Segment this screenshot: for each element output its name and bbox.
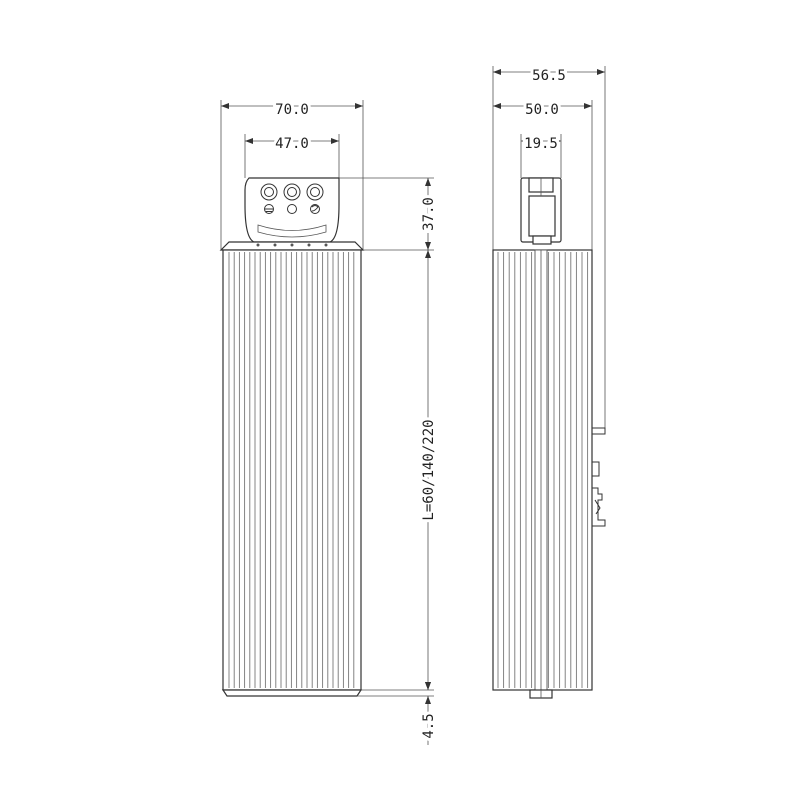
cable-gland-3 (306, 183, 324, 201)
phase-symbol-icon (310, 204, 320, 214)
flange-holes (256, 243, 328, 247)
dimension-length: L=60/140/220 (361, 250, 440, 691)
dimension-37-label: 37.0 (421, 197, 437, 231)
dimension-4-5: 4.5 (357, 682, 440, 745)
dimension-4-5-label: 4.5 (421, 713, 437, 738)
cable-gland-2 (283, 183, 301, 201)
terminal-cap (219, 177, 365, 251)
dimension-19-5-label: 19.5 (524, 136, 558, 152)
dimension-37: 37.0 (339, 177, 440, 251)
side-terminal-cap (520, 177, 562, 245)
dimension-length-label: L=60/140/220 (421, 419, 437, 520)
front-fins (228, 252, 355, 688)
side-view: 56.5 50.0 19.5 (492, 65, 606, 699)
dimension-70: 70.0 (220, 99, 364, 250)
dimension-56-5: 56.5 (492, 65, 606, 430)
dimension-47: 47.0 (244, 133, 340, 178)
side-finned-body (492, 249, 593, 699)
dimension-50-label: 50.0 (525, 102, 559, 118)
neutral-symbol-icon (287, 204, 297, 214)
dimension-56-5-label: 56.5 (532, 68, 566, 84)
dimension-19-5: 19.5 (520, 133, 562, 178)
cable-gland-1 (260, 183, 278, 201)
dimension-47-label: 47.0 (275, 136, 309, 152)
finned-body (221, 249, 363, 697)
dimension-70-label: 70.0 (275, 102, 309, 118)
dimension-50: 50.0 (493, 99, 593, 250)
ground-symbol-icon (264, 204, 274, 214)
front-view: 70.0 47.0 (219, 99, 440, 745)
mounting-clip (591, 427, 606, 527)
